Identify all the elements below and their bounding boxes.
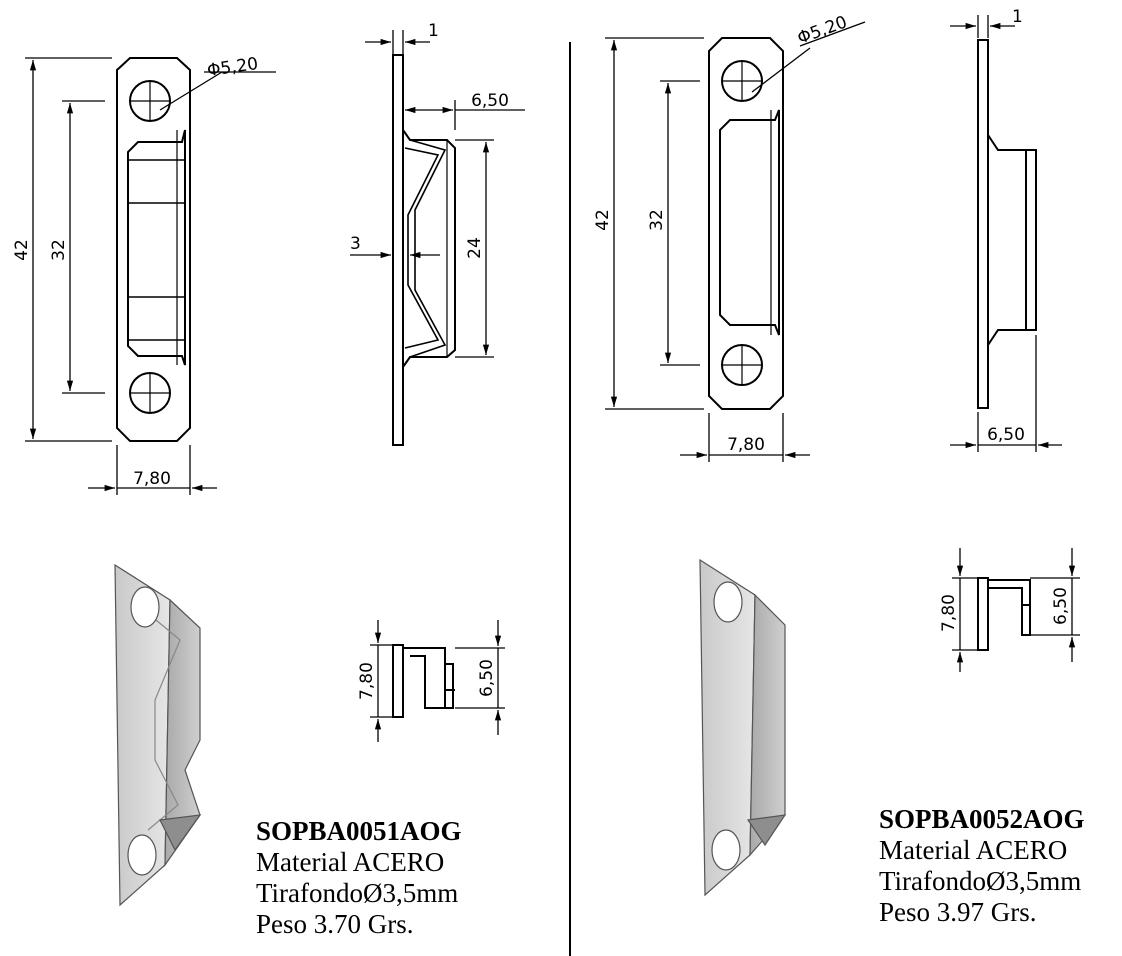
- right-width-label: 7,80: [727, 435, 765, 455]
- left-offset-label: 3: [350, 234, 361, 254]
- left-width-label: 7,80: [133, 469, 171, 489]
- left-hole-dia-label: Φ5,20: [206, 54, 260, 81]
- left-part-spec: SOPBA0051AOG Material ACERO TirafondoØ3,…: [256, 816, 462, 940]
- right-thickness-label: 1: [1012, 7, 1023, 27]
- left-side-view: [392, 54, 456, 446]
- left-section-depth-label: 6,50: [477, 659, 497, 697]
- right-part-material: Material ACERO: [879, 835, 1068, 865]
- right-depth-label: 6,50: [987, 425, 1025, 445]
- right-front-view: [708, 37, 784, 410]
- left-part-material: Material ACERO: [256, 847, 445, 877]
- left-part-screw: TirafondoØ3,5mm: [256, 878, 459, 908]
- right-section-dimensions: [952, 548, 1080, 672]
- right-section-depth-label: 6,50: [1051, 587, 1071, 625]
- left-side-dimensions: [350, 30, 525, 358]
- left-front-dimensions: [25, 57, 276, 495]
- left-part-code: SOPBA0051AOG: [256, 816, 462, 846]
- right-side-dimensions: [950, 15, 1062, 452]
- left-section-dimensions: [370, 620, 505, 742]
- left-hole-spacing-label: 32: [49, 239, 69, 261]
- left-overall-length-label: 42: [12, 239, 32, 261]
- left-thickness-label: 1: [428, 21, 439, 41]
- right-section-view: [977, 577, 1031, 651]
- left-section-width-label: 7,80: [357, 662, 377, 700]
- left-depth-label: 6,50: [471, 91, 509, 111]
- right-hole-dia-label: Φ5,20: [795, 12, 850, 48]
- right-part-screw: TirafondoØ3,5mm: [879, 866, 1082, 896]
- right-hole-spacing-label: 32: [647, 209, 667, 231]
- right-side-view: [977, 39, 1037, 409]
- left-section-view: [392, 644, 455, 718]
- right-section-width-label: 7,80: [939, 594, 959, 632]
- right-part-spec: SOPBA0052AOG Material ACERO TirafondoØ3,…: [879, 804, 1085, 928]
- right-part-weight: Peso 3.97 Grs.: [879, 897, 1037, 927]
- left-channel-length-label: 24: [465, 237, 485, 259]
- right-part-code: SOPBA0052AOG: [879, 804, 1085, 834]
- left-isometric-view: [114, 563, 202, 907]
- left-part-weight: Peso 3.70 Grs.: [256, 909, 414, 939]
- left-front-view: [116, 57, 191, 442]
- right-front-dimensions: [605, 21, 866, 462]
- right-overall-length-label: 42: [593, 209, 613, 231]
- right-isometric-view: [699, 558, 787, 897]
